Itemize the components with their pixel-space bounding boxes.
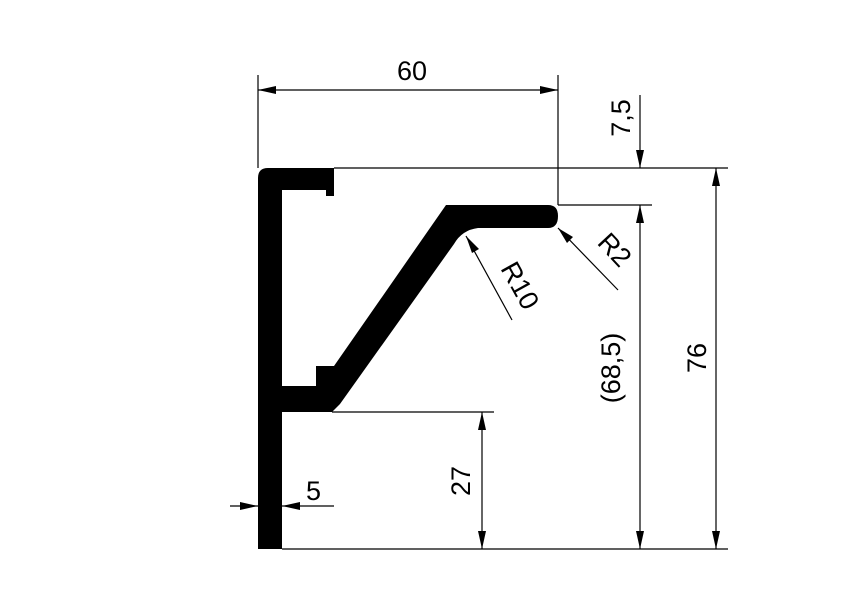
dimension-reference-height: (68,5) bbox=[596, 205, 644, 549]
profile-section bbox=[258, 168, 558, 549]
dimension-lower-height: 27 bbox=[446, 412, 486, 549]
radius-tip-leader: R2 bbox=[557, 227, 637, 291]
radius-inner-label: R10 bbox=[495, 257, 545, 315]
dimension-top-offset-label: 7,5 bbox=[606, 99, 636, 137]
radius-inner-leader: R10 bbox=[465, 235, 545, 321]
dimension-reference-height-label: (68,5) bbox=[596, 333, 626, 404]
dimension-wall-thickness: 5 bbox=[230, 476, 334, 510]
dimension-total-height: 76 bbox=[682, 168, 720, 549]
radius-tip-label: R2 bbox=[592, 227, 637, 273]
dimension-wall-thickness-label: 5 bbox=[306, 476, 321, 506]
dimension-width-top: 60 bbox=[257, 56, 559, 205]
dimension-top-offset: 7,5 bbox=[606, 95, 644, 223]
dimension-lower-height-label: 27 bbox=[446, 466, 476, 496]
extension-lines-right bbox=[282, 167, 728, 550]
dimension-total-height-label: 76 bbox=[682, 343, 712, 373]
dimension-width-top-label: 60 bbox=[397, 56, 427, 86]
